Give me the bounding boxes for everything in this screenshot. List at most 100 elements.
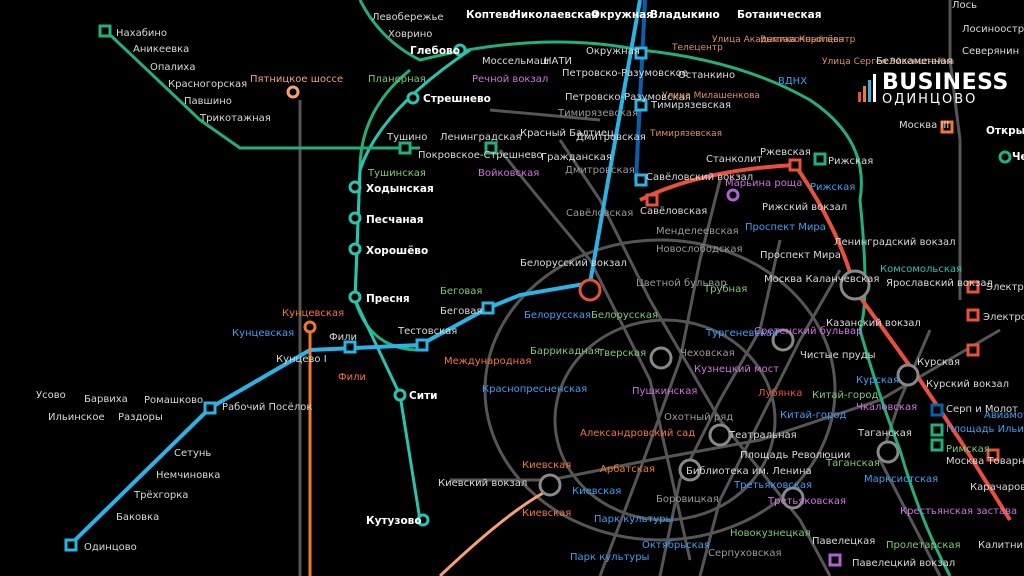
mcd1-line: [68, 0, 642, 547]
station-label-testovskaya: Тестовская: [397, 326, 457, 337]
station-label-pushkinskaya: Пушкинская: [632, 386, 697, 397]
station-label-streshnevo: Стрешнево: [423, 93, 491, 105]
station-label-savelovsky-vokzal: Савёловский вокзал: [646, 172, 753, 183]
station-label-kievskaya2: Киевская: [572, 486, 621, 497]
station-label-kievskaya: Киевская: [522, 460, 571, 471]
station-label-novokuznetskaya: Новокузнецкая: [730, 528, 811, 539]
station-label-serpukhovskaya: Серпуховская: [708, 548, 782, 559]
station-label-petrovsko: Петровско-Разумовское: [562, 68, 688, 79]
station-label-kurskaya2: Курская: [856, 375, 899, 386]
station-label-krestyanskaya: Крестьянская застава: [900, 506, 1017, 517]
station-label-belorusskaya: Белорусская: [524, 310, 591, 321]
station-label-kurskaya: Курская: [917, 357, 960, 368]
station-label-los: Лось: [952, 0, 977, 11]
station-label-yaroslavsky: Ярославский вокзал: [886, 278, 993, 289]
station-label-pesochnaya: Песчаная: [366, 214, 424, 226]
station-label-teatralnaya: Театральная: [728, 430, 797, 441]
station-label-khovrino: Ховрино: [388, 29, 432, 40]
station-label-belokamennaya: Белокаменная: [876, 56, 953, 67]
station-label-kuntsevo1: Кунцево I: [276, 354, 327, 365]
station-label-khodynskaya: Ходынская: [366, 183, 434, 195]
station-label-savelovskaya: Савёловская: [640, 206, 707, 217]
station-label-pyatnitskoe: Пятницкое шоссе: [250, 74, 343, 85]
station-label-moskva3: Москва III: [899, 120, 949, 131]
station-label-timiryazevskaya: Тимирязевская: [650, 100, 731, 111]
station-label-anikeevka: Аникеевка: [133, 44, 189, 55]
station-label-kuntsevskaya: Кунцевская: [282, 308, 344, 319]
station-label-telecentr: Телецентр: [671, 43, 723, 53]
station-label-rzhevskaya: Ржевская: [760, 147, 811, 158]
station-label-vdnkh: ВДНХ: [778, 76, 807, 87]
station-label-lubyanka: Лубянка: [758, 388, 802, 399]
station-label-kutuzovo: Кутузово: [366, 515, 422, 527]
station-label-leningradsky-vokzal: Ленинградский вокзал: [834, 237, 956, 248]
station-label-trubnaya: Трубная: [703, 284, 747, 295]
station-label-che: Че: [1012, 151, 1024, 163]
station-label-planernaya: Планерная: [368, 74, 426, 85]
station-label-botanicheskaya: Ботаническая: [737, 9, 822, 21]
station-label-kalitniki: Калитники: [978, 540, 1024, 551]
station-label-fili2: Фили: [338, 372, 366, 383]
station-label-taganskaya: Таганская: [857, 428, 912, 439]
station-label-khoroshevo: Хорошёво: [366, 245, 428, 257]
station-label-levoberezhye: Левобережье: [372, 12, 444, 23]
station-label-okhotny: Охотный ряд: [664, 412, 733, 423]
station-label-oktyabrskaya: Октябрьская: [642, 540, 710, 551]
station-label-ilyinskoe: Ильинское: [48, 412, 105, 423]
station-label-karacharovo: Карачарово: [970, 482, 1024, 493]
station-label-nakhabino: Нахабино: [116, 28, 167, 39]
station-label-tushino: Тушино: [386, 132, 427, 143]
station-label-odintsovo: Одинцово: [84, 542, 137, 553]
station-label-chekhovskaya: Чеховская: [680, 348, 735, 359]
station-label-vladykino: Владыкино: [650, 9, 720, 21]
station-label-prospekt-mira2: Проспект Мира: [760, 250, 841, 261]
station-label-kazansky: Казанский вокзал: [826, 318, 921, 329]
station-label-siti: Сити: [409, 390, 438, 402]
station-label-ploshchad-ilyicha: Площадь Ильича: [946, 424, 1024, 435]
station-label-borovitskaya: Боровицкая: [656, 494, 719, 505]
station-label-chkalovskaya: Чкаловская: [856, 402, 917, 413]
station-label-opalikha: Опалиха: [150, 62, 195, 73]
station-label-marksistskaya: Марксистская: [864, 474, 938, 485]
station-label-vystavochny: Выставочный центр: [760, 35, 856, 45]
station-label-rimskaya: Римская: [946, 444, 990, 455]
logo-bars: [858, 74, 876, 102]
labels: Нахабино Аникеевка Опалиха Красногорская…: [36, 0, 1024, 569]
station-label-leningradskaya: Ленинградская: [440, 132, 522, 143]
station-label-park-kultury: Парк культуры: [594, 514, 673, 525]
station-label-kitay-gorod: Китай-город: [812, 390, 878, 401]
mcc-ring: [358, 0, 952, 576]
station-label-elektrozavodskaya: Электрозаводская: [986, 282, 1024, 293]
station-label-fili: Фили: [329, 332, 357, 343]
station-label-prospekt-mira: Проспект Мира: [745, 222, 826, 233]
station-label-chistye: Чистые пруды: [800, 350, 876, 361]
station-label-presnya: Пресня: [366, 293, 410, 305]
mcd1-dark: [634, 0, 647, 181]
station-label-tretyakovskaya: Третьяковская: [733, 480, 812, 491]
station-label-belorusskaya2: Белорусская: [591, 310, 658, 321]
station-label-mezhdunarodnaya: Международная: [444, 356, 531, 367]
station-label-romashkovo: Ромашково: [144, 395, 203, 406]
station-label-tushinskaya: Тушинская: [367, 168, 426, 179]
station-label-proletarskaya: Пролетарская: [886, 540, 961, 551]
station-label-losinoostrovskaya: Лосиноостровская: [962, 24, 1024, 35]
station-label-nikolaevskaya: Николаевская: [512, 9, 598, 21]
metro-lines: [298, 0, 1001, 576]
station-label-nemchinovka: Немчиновка: [156, 470, 220, 481]
station-label-severyanin: Северянин: [962, 46, 1019, 57]
station-label-tverskaya: Тверская: [597, 348, 646, 359]
station-label-ploshchad-rev: Площадь Революции: [740, 450, 850, 461]
station-label-taganskaya2: Таганская: [825, 458, 880, 469]
station-label-usovo: Усово: [36, 390, 66, 401]
station-label-elektro2: Электро: [983, 312, 1024, 323]
station-label-pokrovskoe: Покровское-Стрешнево: [418, 150, 543, 161]
mcd-nakhabino: [103, 28, 420, 150]
station-label-milashenkova: Улица Милашенкова: [662, 91, 760, 101]
station-label-koptevo: Коптево: [466, 9, 516, 21]
station-label-savelovskaya2: Савёловская: [566, 208, 633, 219]
station-label-barrikadnaya: Баррикадная: [530, 346, 600, 357]
station-label-dmitrovskaya2: Дмитровская: [565, 165, 635, 176]
station-label-razdory: Раздоры: [118, 412, 163, 423]
station-label-moskva-tovarnaya: Москва Товарная: [946, 456, 1024, 467]
station-label-pavshino: Павшино: [184, 96, 232, 107]
